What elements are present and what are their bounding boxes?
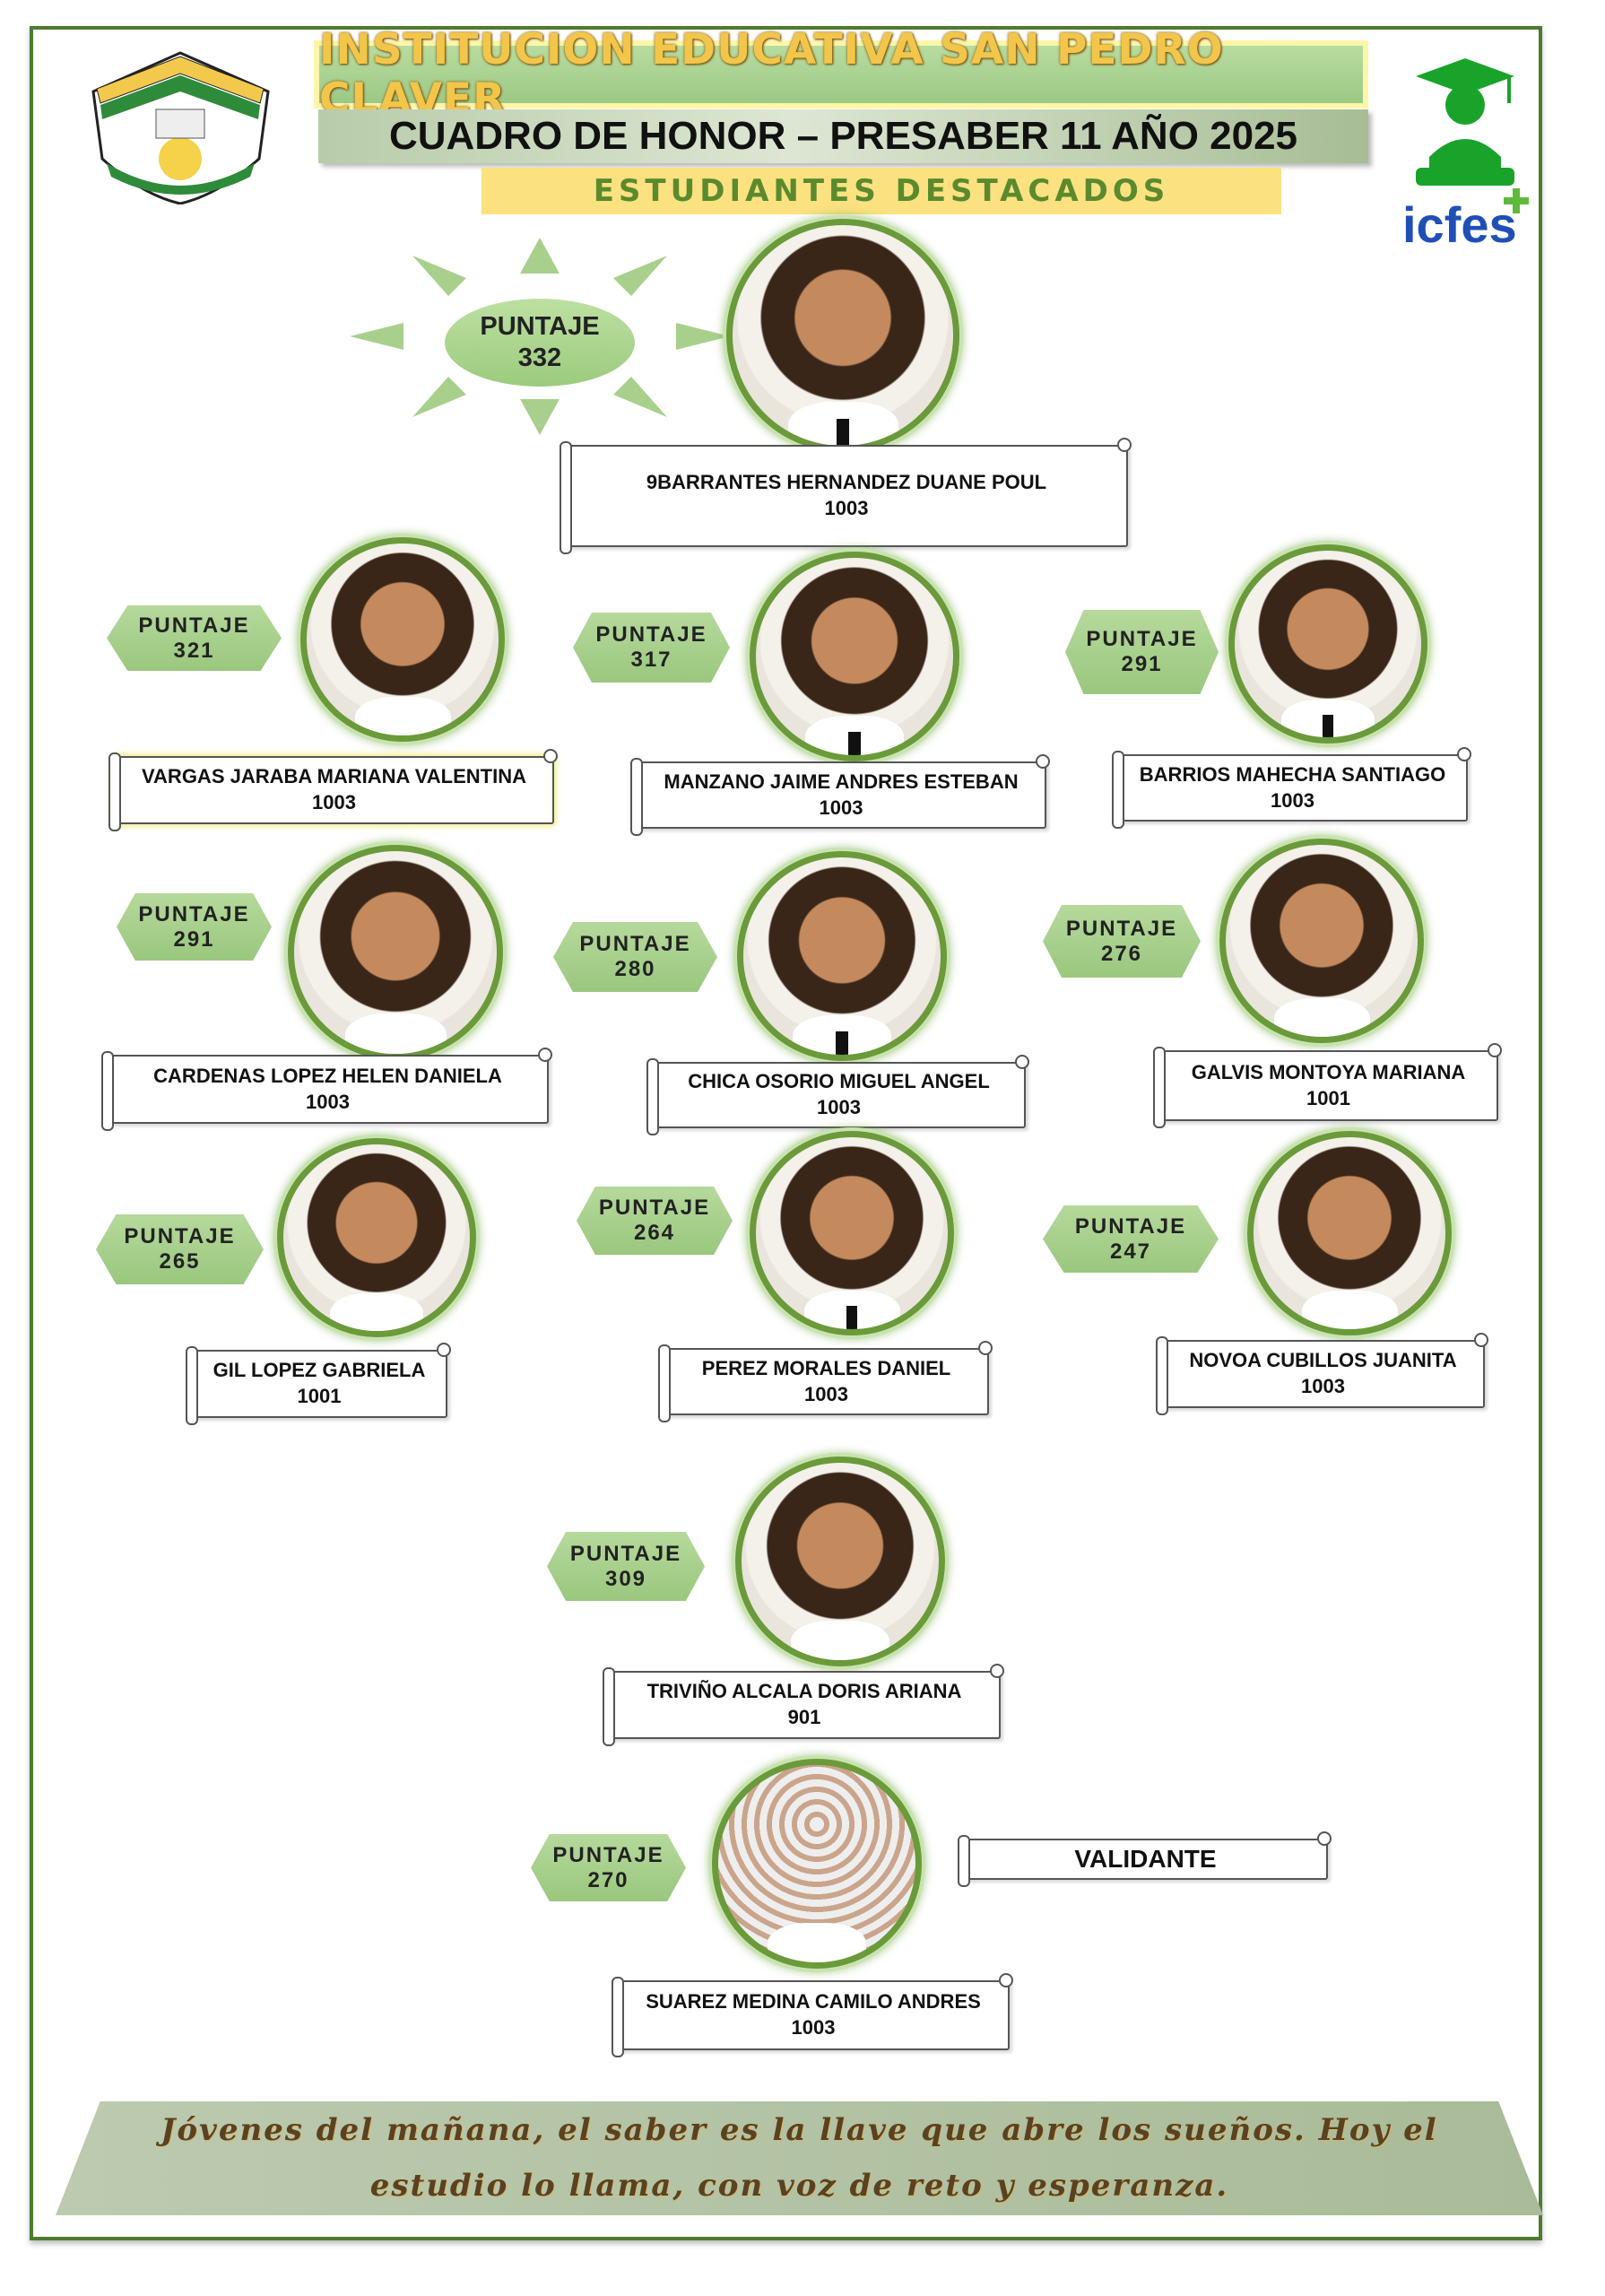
sun-rays-icon [350, 238, 730, 435]
score-value: 247 [1109, 1239, 1152, 1264]
score-label: PUNTAJE [124, 1224, 236, 1249]
footer-quote: Jóvenes del mañana, el saber es la llave… [160, 2112, 1438, 2204]
student-group: 1003 [824, 497, 869, 519]
score-value: 332 [517, 344, 562, 372]
student-name-scroll: VARGAS JARABA MARIANA VALENTINA 1003 [108, 749, 558, 831]
student-group: 1003 [804, 1382, 848, 1405]
score-label: PUNTAJE [579, 932, 691, 957]
top-student-photo [726, 219, 959, 452]
validante-label: VALIDANTE [958, 1831, 1332, 1887]
school-crest-logo [91, 51, 270, 204]
student-photo [1219, 839, 1424, 1043]
score-value: 291 [173, 926, 215, 952]
score-label: PUNTAJE [569, 1541, 682, 1566]
student-photo [1247, 1131, 1452, 1335]
student-photo [1228, 544, 1427, 744]
score-value: 265 [159, 1249, 201, 1274]
student-group: 901 [787, 1706, 821, 1728]
score-value: 270 [587, 1867, 629, 1892]
student-group: 1003 [1271, 788, 1314, 812]
student-name: NOVOA CUBILLOS JUANITA [1189, 1349, 1457, 1372]
student-name: GIL LOPEZ GABRIELA [213, 1359, 426, 1382]
student-group: 1003 [312, 791, 356, 813]
student-name-scroll: GALVIS MONTOYA MARIANA 1001 [1153, 1043, 1502, 1128]
score-value: 291 [1121, 652, 1163, 676]
top-student-name-scroll: 9BARRANTES HERNANDEZ DUANE POUL 1003 [560, 438, 1132, 554]
student-photo [750, 1131, 954, 1335]
student-name: 9BARRANTES HERNANDEZ DUANE POUL [646, 471, 1047, 494]
score-value: 264 [633, 1221, 676, 1245]
student-name: BARRIOS MAHECHA SANTIAGO [1139, 762, 1446, 786]
score-label: PUNTAJE [552, 1842, 664, 1867]
score-value: 280 [614, 957, 656, 981]
student-name-scroll: GIL LOPEZ GABRIELA 1001 [186, 1343, 451, 1425]
student-name: VARGAS JARABA MARIANA VALENTINA [142, 765, 526, 788]
score-value: 276 [1100, 941, 1143, 966]
institution-title: INSTITUCION EDUCATIVA SAN PEDRO CLAVER [319, 25, 1363, 124]
student-name-scroll: MANZANO JAIME ANDRES ESTEBAN 1003 [630, 754, 1050, 836]
score-label: PUNTAJE [138, 613, 250, 638]
student-photo [750, 552, 959, 761]
student-name-scroll: CHICA OSORIO MIGUEL ANGEL 1003 [646, 1055, 1029, 1135]
student-photo [288, 845, 503, 1060]
student-name: CARDENAS LOPEZ HELEN DANIELA [153, 1064, 502, 1087]
student-name: MANZANO JAIME ANDRES ESTEBAN [664, 770, 1019, 793]
student-name-scroll: TRIVIÑO ALCALA DORIS ARIANA 901 [603, 1664, 1004, 1746]
student-photo [735, 1457, 945, 1666]
institution-title-band: INSTITUCION EDUCATIVA SAN PEDRO CLAVER [314, 25, 1368, 124]
student-name: SUAREZ MEDINA CAMILO ANDRES [646, 1990, 981, 2013]
graduate-icfes-logo-icon: icfes [1402, 58, 1529, 251]
score-label: PUNTAJE [138, 901, 250, 926]
score-value: 321 [173, 638, 215, 663]
section-title: ESTUDIANTES DESTACADOS [482, 168, 1281, 214]
student-group: 1003 [791, 2016, 836, 2039]
student-name-scroll: CARDENAS LOPEZ HELEN DANIELA 1003 [101, 1048, 552, 1131]
score-label: PUNTAJE [1086, 627, 1198, 652]
score-value: 309 [604, 1566, 647, 1591]
score-label: PUNTAJE [1065, 916, 1178, 941]
student-name: GALVIS MONTOYA MARIANA [1191, 1060, 1466, 1083]
icfes-wordmark: icfes [1402, 196, 1517, 251]
page-frame [30, 26, 1542, 2240]
student-group: 1003 [819, 796, 863, 819]
honor-roll-title: CUADRO DE HONOR – PRESABER 11 AÑO 2025 [318, 109, 1368, 163]
student-photo [712, 1759, 922, 1969]
student-name: TRIVIÑO ALCALA DORIS ARIANA [646, 1680, 962, 1703]
student-name: PEREZ MORALES DANIEL [701, 1356, 951, 1379]
score-label: PUNTAJE [595, 622, 707, 648]
student-group: 1001 [297, 1385, 342, 1407]
student-group: 1003 [1301, 1375, 1345, 1397]
student-group: 1003 [306, 1090, 350, 1113]
student-name-scroll: SUAREZ MEDINA CAMILO ANDRES 1003 [612, 1973, 1013, 2057]
score-label: PUNTAJE [598, 1196, 711, 1221]
student-photo [300, 537, 505, 742]
student-photo [737, 851, 947, 1061]
student-group: 1003 [817, 1096, 861, 1118]
score-value: 317 [630, 648, 672, 672]
score-label: PUNTAJE [480, 312, 600, 342]
student-name-scroll: NOVOA CUBILLOS JUANITA 1003 [1156, 1333, 1488, 1415]
student-name: CHICA OSORIO MIGUEL ANGEL [688, 1070, 990, 1093]
student-photo [277, 1138, 476, 1337]
student-group: 1001 [1306, 1086, 1350, 1109]
score-label: PUNTAJE [1074, 1213, 1187, 1239]
student-name-scroll: PEREZ MORALES DANIEL 1003 [658, 1341, 993, 1422]
footer-quote-banner: Jóvenes del mañana, el saber es la llave… [56, 2101, 1543, 2215]
